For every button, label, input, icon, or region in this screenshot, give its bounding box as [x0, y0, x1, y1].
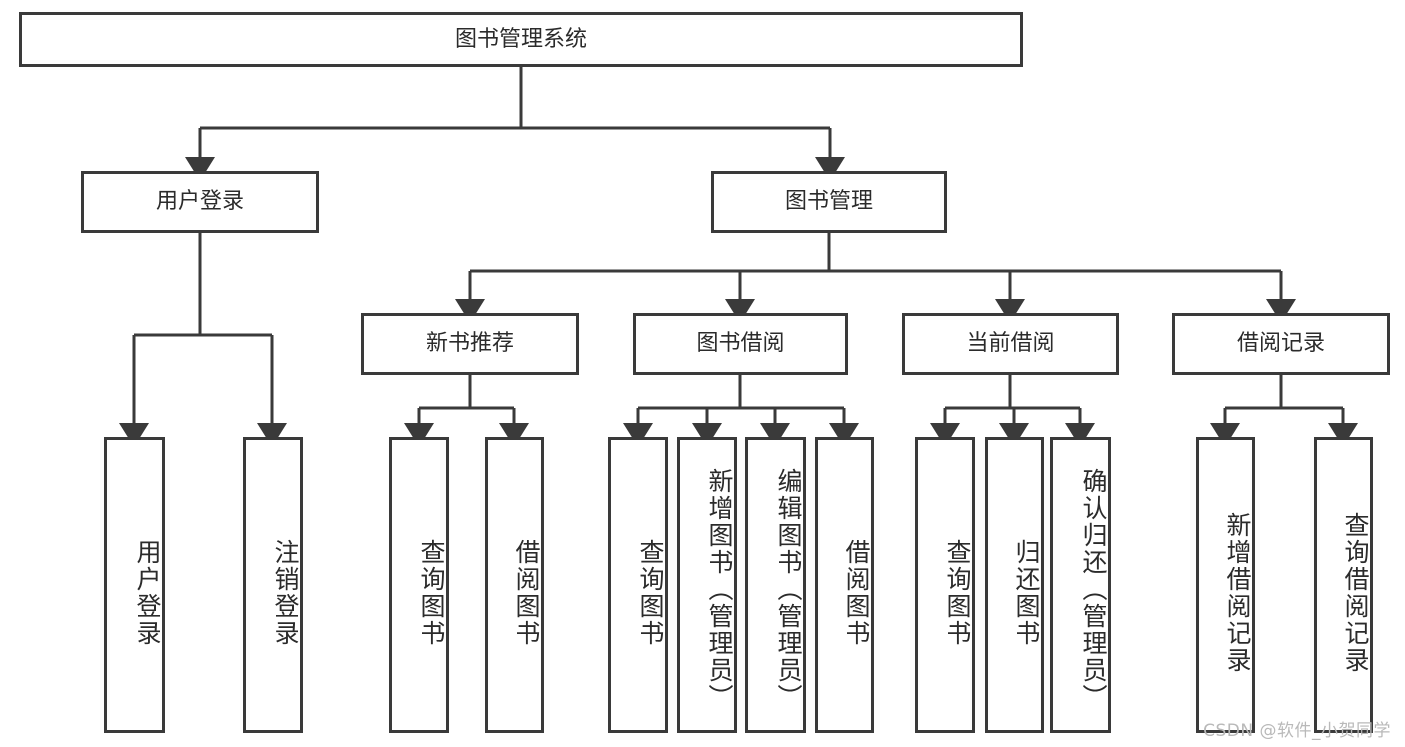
node-borrow-record-label: 借阅记录	[1236, 331, 1325, 357]
node-leaf-borrow-book-2[interactable]: 借阅图书	[815, 437, 874, 733]
node-new-book-rec[interactable]: 新书推荐	[361, 313, 579, 375]
node-leaf-borrow-book-1-label: 借阅图书	[512, 539, 541, 647]
node-leaf-query-book-2[interactable]: 查询图书	[608, 437, 668, 733]
node-book-borrow-label: 图书借阅	[696, 331, 785, 357]
node-current-borrow-label: 当前借阅	[966, 331, 1055, 357]
node-leaf-query-record[interactable]: 查询借阅记录	[1314, 437, 1373, 733]
node-leaf-query-book-1[interactable]: 查询图书	[389, 437, 449, 733]
node-leaf-confirm-return-label: 确认归还（管理员）	[1079, 467, 1108, 711]
node-book-manage[interactable]: 图书管理	[711, 171, 947, 233]
node-leaf-add-book-label: 新增图书（管理员）	[705, 467, 734, 711]
watermark-text: CSDN @软件_小贺同学	[1203, 721, 1391, 741]
node-leaf-user-logout-label: 注销登录	[271, 539, 300, 647]
node-leaf-add-book[interactable]: 新增图书（管理员）	[677, 437, 737, 733]
node-leaf-borrow-book-1[interactable]: 借阅图书	[485, 437, 544, 733]
node-leaf-user-login[interactable]: 用户登录	[104, 437, 165, 733]
node-book-manage-label: 图书管理	[784, 189, 873, 215]
node-leaf-add-record[interactable]: 新增借阅记录	[1196, 437, 1255, 733]
node-leaf-confirm-return[interactable]: 确认归还（管理员）	[1050, 437, 1111, 733]
node-leaf-user-logout[interactable]: 注销登录	[243, 437, 303, 733]
node-leaf-return-book-label: 归还图书	[1012, 539, 1041, 647]
node-root-label: 图书管理系统	[454, 26, 587, 52]
node-user-login[interactable]: 用户登录	[81, 171, 319, 233]
node-user-login-label: 用户登录	[155, 189, 244, 215]
node-borrow-record[interactable]: 借阅记录	[1172, 313, 1390, 375]
node-leaf-borrow-book-2-label: 借阅图书	[842, 539, 871, 647]
node-leaf-edit-book[interactable]: 编辑图书（管理员）	[745, 437, 806, 733]
node-book-borrow[interactable]: 图书借阅	[633, 313, 848, 375]
node-leaf-edit-book-label: 编辑图书（管理员）	[774, 467, 803, 711]
node-leaf-query-book-3[interactable]: 查询图书	[915, 437, 975, 733]
node-leaf-query-book-1-label: 查询图书	[417, 539, 446, 647]
node-leaf-query-book-2-label: 查询图书	[636, 539, 665, 647]
node-leaf-query-book-3-label: 查询图书	[943, 539, 972, 647]
node-current-borrow[interactable]: 当前借阅	[902, 313, 1119, 375]
node-leaf-return-book[interactable]: 归还图书	[985, 437, 1044, 733]
node-leaf-user-login-label: 用户登录	[133, 539, 162, 647]
node-leaf-add-record-label: 新增借阅记录	[1223, 512, 1252, 674]
node-new-book-rec-label: 新书推荐	[425, 331, 514, 357]
node-root[interactable]: 图书管理系统	[19, 12, 1023, 67]
node-leaf-query-record-label: 查询借阅记录	[1341, 512, 1370, 674]
